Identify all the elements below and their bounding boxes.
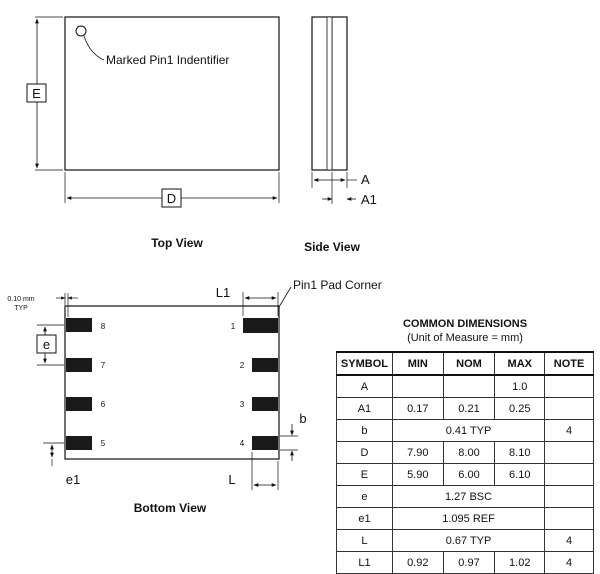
cell-value: 0.41 TYP [391,419,546,442]
pin-number: 8 [101,322,106,331]
dim-E-label: E [32,86,41,101]
bottom-view-caption: Bottom View [134,501,207,515]
dim-L1-label: L1 [216,285,230,300]
cell-symbol: b [336,419,393,442]
table-subtitle: (Unit of Measure = mm) [407,332,523,344]
dim-D-label: D [167,191,176,206]
cell-note: 4 [544,551,594,574]
pad-3 [252,397,278,411]
header-max: MAX [494,351,546,376]
cell-symbol: e1 [336,507,393,530]
pad-2 [252,358,278,372]
cell-note [544,463,594,486]
dim-e-label: e [43,337,50,352]
cell-note: 4 [544,419,594,442]
bottom-view: 8 7 6 5 1 2 3 4 0.10 mm TYP L1 Pin1 Pad … [7,278,381,515]
cell-max: 8.10 [494,441,546,464]
pin-number: 6 [101,400,106,409]
cell-symbol: E [336,463,393,486]
cell-note [544,441,594,464]
cell-max: 6.10 [494,463,546,486]
cell-nom: 6.00 [442,463,496,486]
cell-max: 0.25 [494,397,546,420]
cell-min [391,374,444,398]
pin-number: 5 [101,439,106,448]
cell-nom: 8.00 [442,441,496,464]
dim-A-label: A [361,172,370,187]
cell-note [544,374,594,398]
cell-symbol: A [336,374,393,398]
dim-b-label: b [299,411,306,426]
top-view-body [64,16,280,171]
cell-nom: 0.97 [442,551,496,574]
pin-number: 4 [240,439,245,448]
cell-nom: 0.21 [442,397,496,420]
side-view-caption: Side View [304,240,360,254]
dim-L-label: L [228,472,235,487]
cell-value: 1.095 REF [391,507,546,530]
cell-max: 1.02 [494,551,546,574]
cell-value: 0.67 TYP [391,529,546,552]
cell-symbol: L1 [336,551,393,574]
top-view-caption: Top View [151,236,203,250]
cell-symbol: A1 [336,397,393,420]
table-title: COMMON DIMENSIONS [402,318,528,330]
pin-number: 3 [240,400,245,409]
cell-note [544,397,594,420]
dim-A1-label: A1 [361,192,377,207]
cell-note: 4 [544,529,594,552]
dim-e1-label: e1 [66,472,80,487]
cell-min: 7.90 [391,441,444,464]
pad-1 [243,318,278,333]
cell-value: 1.27 BSC [391,485,546,508]
table-header-row: SYMBOL MIN NOM MAX NOTE [336,351,594,376]
top-view: Marked Pin1 Indentifier E D Top View [26,16,280,250]
table-row: L1 0.92 0.97 1.02 4 [336,551,594,574]
pin1-marker-label: Marked Pin1 Indentifier [106,53,229,67]
cell-symbol: D [336,441,393,464]
header-symbol: SYMBOL [336,351,393,376]
table-row: D 7.90 8.00 8.10 [336,441,594,464]
cell-nom [442,374,496,398]
cell-symbol: L [336,529,393,552]
pin-number: 1 [231,322,236,331]
pad-4 [252,436,278,450]
table-row: A1 0.17 0.21 0.25 [336,397,594,420]
common-dimensions-table: SYMBOL MIN NOM MAX NOTE A 1.0 A1 0.17 0.… [336,351,594,574]
cell-max: 1.0 [494,374,546,398]
table-row: L 0.67 TYP 4 [336,529,594,552]
header-note: NOTE [544,351,594,376]
pad-7 [66,358,92,372]
cell-min: 5.90 [391,463,444,486]
offset-note: 0.10 mm [7,296,34,303]
pin-number: 2 [240,361,245,370]
table-row: E 5.90 6.00 6.10 [336,463,594,486]
table-row: e1 1.095 REF [336,507,594,530]
table-row: A 1.0 [336,374,594,398]
header-nom: NOM [442,351,496,376]
side-view: A A1 Side View [304,16,377,254]
pad-8 [66,318,92,332]
header-min: MIN [391,351,444,376]
cell-note [544,485,594,508]
pin1-pad-corner-leader [278,286,292,308]
pin1-marker-leader [83,35,105,61]
cell-symbol: e [336,485,393,508]
offset-note-typ: TYP [14,305,28,312]
pin1-pad-corner-label: Pin1 Pad Corner [293,278,382,292]
cell-min: 0.92 [391,551,444,574]
pad-6 [66,397,92,411]
table-row: e 1.27 BSC [336,485,594,508]
pin-number: 7 [101,361,106,370]
cell-note [544,507,594,530]
table-row: b 0.41 TYP 4 [336,419,594,442]
pin1-marker-dot [75,25,87,37]
pad-5 [66,436,92,450]
cell-min: 0.17 [391,397,444,420]
